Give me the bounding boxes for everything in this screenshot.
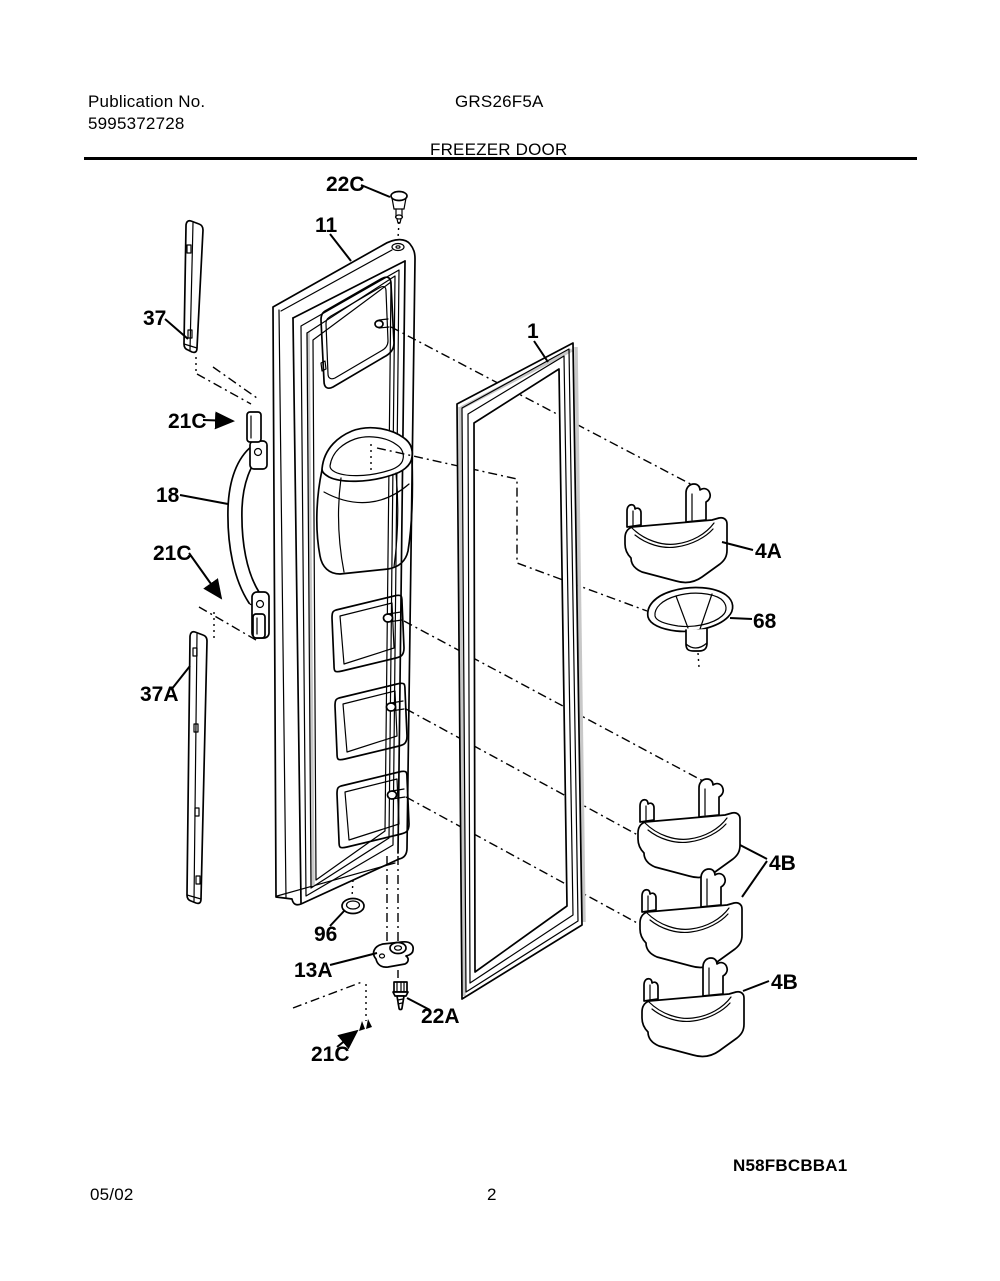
callout-13a: 13A bbox=[294, 959, 333, 982]
clip-21c-upper bbox=[246, 411, 262, 443]
cap-96 bbox=[341, 897, 365, 915]
section-title: FREEZER DOOR bbox=[430, 140, 568, 159]
diagram-code: N58FBCBBA1 bbox=[733, 1156, 848, 1175]
trim-strip-37a bbox=[186, 630, 208, 905]
bin-4a bbox=[624, 483, 728, 584]
callout-68: 68 bbox=[753, 610, 777, 633]
footer-date: 05/02 bbox=[90, 1185, 134, 1204]
callout-leaders bbox=[164, 184, 770, 1050]
callout-labels: 22C 11 37 21C 18 21C 37A 1 4A 68 4B 4B 9… bbox=[140, 173, 798, 1066]
page-number: 2 bbox=[487, 1185, 497, 1204]
bracket-13a bbox=[372, 941, 414, 968]
gasket-1 bbox=[456, 342, 586, 1000]
callout-21c-upper: 21C bbox=[168, 410, 207, 433]
callout-4b-mid: 4B bbox=[769, 852, 796, 875]
screw-22c bbox=[390, 190, 408, 224]
callout-22a: 22A bbox=[421, 1005, 460, 1028]
callout-96: 96 bbox=[314, 923, 337, 946]
publication-label: Publication No. bbox=[88, 92, 206, 111]
model-number: GRS26F5A bbox=[455, 92, 544, 111]
callout-11: 11 bbox=[315, 214, 338, 237]
callout-18: 18 bbox=[156, 484, 180, 507]
trim-strip-37 bbox=[183, 219, 204, 354]
screw-22a bbox=[392, 981, 409, 1011]
header-rule bbox=[84, 157, 917, 160]
pin-21c-bottom bbox=[359, 1019, 372, 1031]
callout-1: 1 bbox=[527, 320, 539, 343]
bins-4b bbox=[637, 778, 745, 1058]
handle-18 bbox=[227, 440, 270, 639]
callout-37a: 37A bbox=[140, 683, 179, 706]
door-panel-11 bbox=[272, 238, 416, 906]
callout-4b-low: 4B bbox=[771, 971, 798, 994]
callout-21c-btm: 21C bbox=[311, 1043, 350, 1066]
callout-37: 37 bbox=[143, 307, 166, 330]
clip-21c-lower bbox=[252, 613, 266, 639]
callout-22c-top: 22C bbox=[326, 173, 365, 196]
funnel-68 bbox=[646, 586, 734, 668]
publication-number: 5995372728 bbox=[88, 114, 185, 133]
callout-21c-lower: 21C bbox=[153, 542, 192, 565]
callout-4a: 4A bbox=[755, 540, 782, 563]
